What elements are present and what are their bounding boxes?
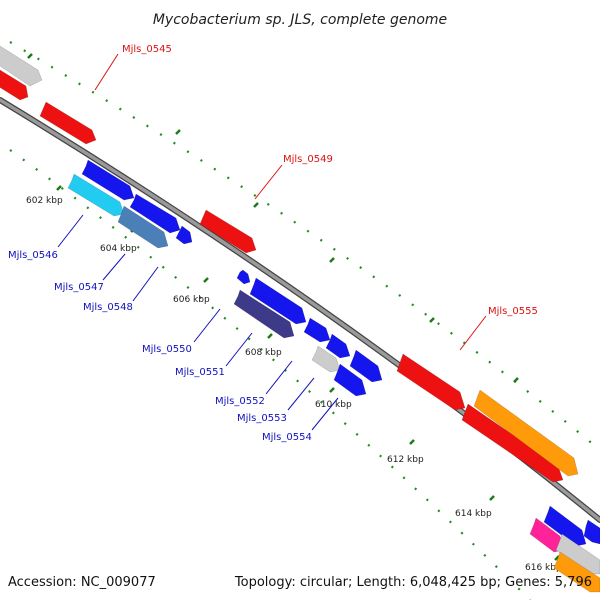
leader-0552: [265, 360, 293, 395]
gene-label-Mjls_0545[interactable]: Mjls_0545: [122, 44, 172, 55]
feature-blue-small: [175, 225, 193, 245]
feature-Mjls_0550: [233, 289, 295, 339]
guide-rings: [9, 41, 600, 600]
leader-0547: [102, 253, 126, 281]
gene-label-Mjls_0549[interactable]: Mjls_0549: [283, 154, 333, 165]
tick-602: [56, 185, 62, 191]
leader-0549: [254, 164, 283, 200]
genome-summary-text: Topology: circular; Length: 6,048,425 bp…: [234, 575, 592, 590]
feature-orange-bottom: [553, 551, 600, 593]
feature-blue-0554a: [349, 349, 383, 383]
tick-label: 610 kbp: [315, 400, 352, 410]
feature-orange: [473, 389, 579, 477]
tick-612: [409, 439, 415, 445]
accession-text: Accession: NC_009077: [8, 575, 156, 590]
tick-marks: [27, 53, 560, 561]
leader-0553: [287, 377, 315, 411]
gene-label-Mjls_0546[interactable]: Mjls_0546: [8, 250, 58, 261]
tick-616: [554, 555, 560, 561]
leader-0548: [132, 266, 159, 302]
tick-608: [267, 333, 273, 339]
feature-Mjls_0549: [199, 209, 257, 254]
leader-0546: [57, 214, 84, 248]
tick-label: 612 kbp: [387, 455, 424, 465]
leader-0545: [94, 53, 119, 91]
gene-label-Mjls_0554[interactable]: Mjls_0554: [262, 432, 312, 443]
feature-Mjls_0554: [333, 363, 367, 397]
tick-label: 608 kbp: [245, 348, 282, 358]
gene-label-Mjls_0551[interactable]: Mjls_0551: [175, 367, 225, 378]
feature-blue-0546a: [81, 159, 135, 201]
gene-label-Mjls_0548[interactable]: Mjls_0548: [83, 302, 133, 313]
feature-Mjls_0552: [303, 317, 331, 343]
leader-0555: [459, 315, 487, 351]
feature-red-top-left: [0, 69, 29, 101]
tick-outer-e: [429, 317, 435, 323]
gene-labels-forward: Mjls_0545 Mjls_0549 Mjls_0555: [122, 44, 538, 317]
gene-labels-reverse: Mjls_0546 Mjls_0547 Mjls_0548 Mjls_0550 …: [8, 250, 312, 443]
gene-label-Mjls_0550[interactable]: Mjls_0550: [142, 344, 192, 355]
tick-outer-b: [175, 129, 181, 135]
gene-label-Mjls_0547[interactable]: Mjls_0547: [54, 282, 104, 293]
tick-label: 602 kbp: [26, 196, 63, 206]
feature-grey-top: [0, 45, 43, 87]
feature-Mjls_0553: [311, 345, 341, 373]
tick-outer-f: [513, 377, 519, 383]
tick-outer-a: [27, 53, 33, 59]
feature-blue-small-2: [236, 269, 251, 285]
leader-lines-forward: [94, 53, 487, 351]
gene-label-Mjls_0555[interactable]: Mjls_0555: [488, 306, 538, 317]
map-title: Mycobacterium sp. JLS, complete genome: [153, 12, 447, 28]
feature-pink: [529, 517, 565, 553]
feature-blue-0547: [129, 193, 181, 234]
tick-outer-c: [253, 202, 259, 208]
tick-labels: 602 kbp 604 kbp 606 kbp 608 kbp 610 kbp …: [26, 196, 562, 573]
tick-outer-d: [329, 257, 335, 263]
tick-606: [203, 277, 209, 283]
feature-Mjls_0545: [39, 101, 97, 145]
feature-Mjls_0551: [249, 277, 307, 325]
feature-blue-0553a: [325, 333, 351, 359]
outer-guide-ring: [9, 41, 600, 451]
inner-guide-ring: [9, 149, 531, 600]
feature-Mjls_0555: [396, 353, 466, 411]
feature-blue-far-right: [583, 519, 600, 545]
tick-614: [489, 495, 495, 501]
feature-Mjls_0546: [67, 173, 125, 217]
forward-features: [0, 45, 579, 483]
tick-label: 606 kbp: [173, 295, 210, 305]
reverse-features: [67, 159, 600, 593]
leader-0554: [311, 397, 339, 431]
tick-label: 604 kbp: [100, 244, 137, 254]
feature-Mjls_0548: [117, 205, 169, 249]
gene-label-Mjls_0552[interactable]: Mjls_0552: [215, 396, 265, 407]
tick-label: 614 kbp: [455, 509, 492, 519]
gene-label-Mjls_0553[interactable]: Mjls_0553: [237, 413, 287, 424]
leader-0551: [225, 332, 253, 367]
tick-610: [329, 387, 335, 393]
tick-label: 616 kbp: [525, 563, 562, 573]
leader-lines-reverse: [57, 214, 339, 431]
leader-0550: [193, 308, 221, 343]
